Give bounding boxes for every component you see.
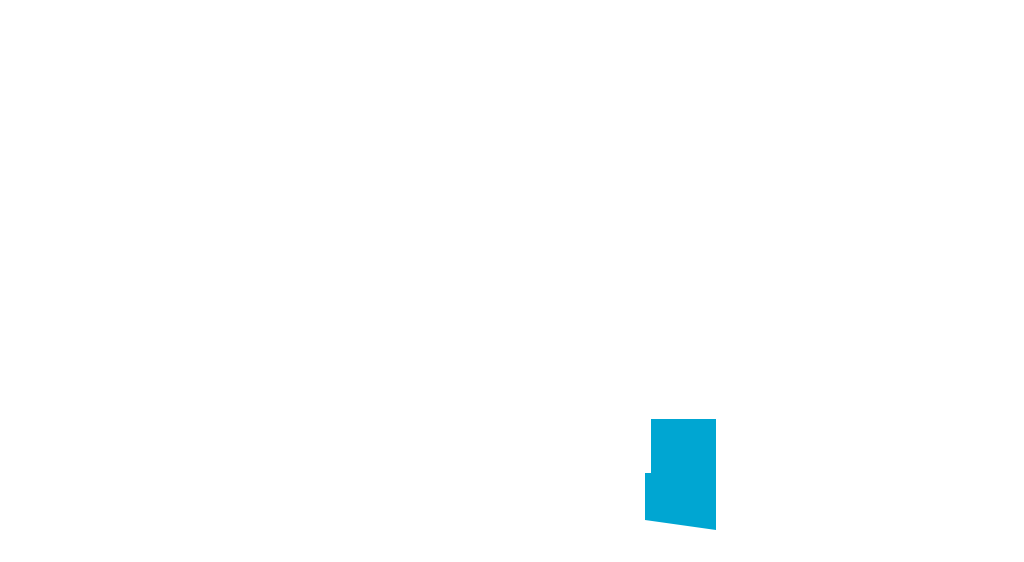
- highlighted-region[interactable]: [645, 419, 716, 530]
